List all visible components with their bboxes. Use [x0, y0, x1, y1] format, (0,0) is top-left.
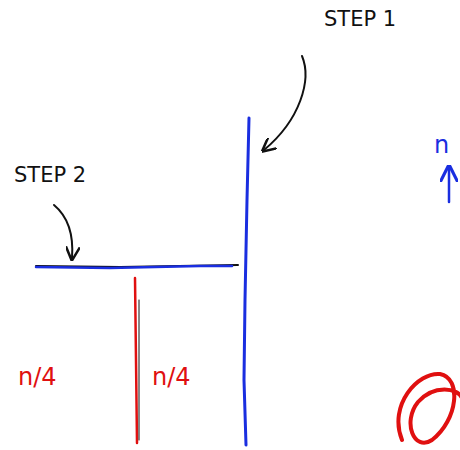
- step-label: STEP 1: [324, 8, 396, 31]
- size-label: n/4: [18, 364, 57, 390]
- scribble: [398, 374, 460, 443]
- up-arrow: [448, 168, 451, 202]
- split-line-base: [139, 300, 140, 440]
- pointer-arrow: [264, 56, 305, 150]
- step2-line: [36, 266, 232, 268]
- step-label: STEP 2: [14, 164, 86, 187]
- size-label: n: [434, 132, 449, 158]
- step2-line-base: [36, 265, 238, 267]
- size-label: n/4: [152, 364, 191, 390]
- split-line: [135, 278, 137, 443]
- pointer-arrow: [54, 205, 72, 258]
- step1-line: [244, 118, 249, 445]
